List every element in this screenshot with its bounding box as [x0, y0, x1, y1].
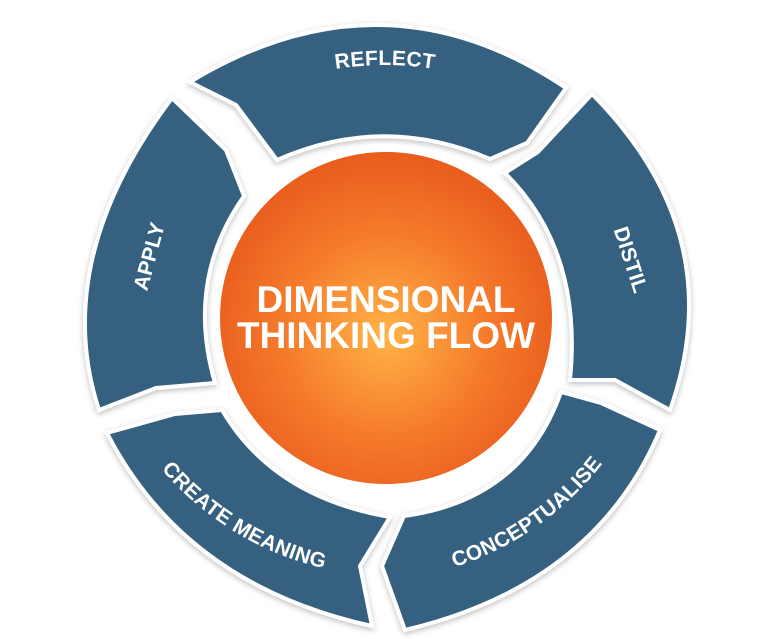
center-circle [212, 144, 560, 492]
segment-create-meaning[interactable] [104, 407, 394, 629]
segment-reflect[interactable] [185, 22, 569, 163]
segment-apply[interactable] [83, 94, 247, 413]
segment-label-reflect: REFLECT [333, 47, 437, 74]
center-title-line1: DIMENSIONAL [257, 279, 516, 320]
center-title-line2: THINKING FLOW [237, 315, 535, 356]
segment-conceptualise[interactable] [379, 389, 663, 633]
ring-segments [83, 22, 692, 633]
center-title: DIMENSIONAL THINKING FLOW [237, 279, 535, 356]
segment-distil[interactable] [501, 91, 692, 413]
